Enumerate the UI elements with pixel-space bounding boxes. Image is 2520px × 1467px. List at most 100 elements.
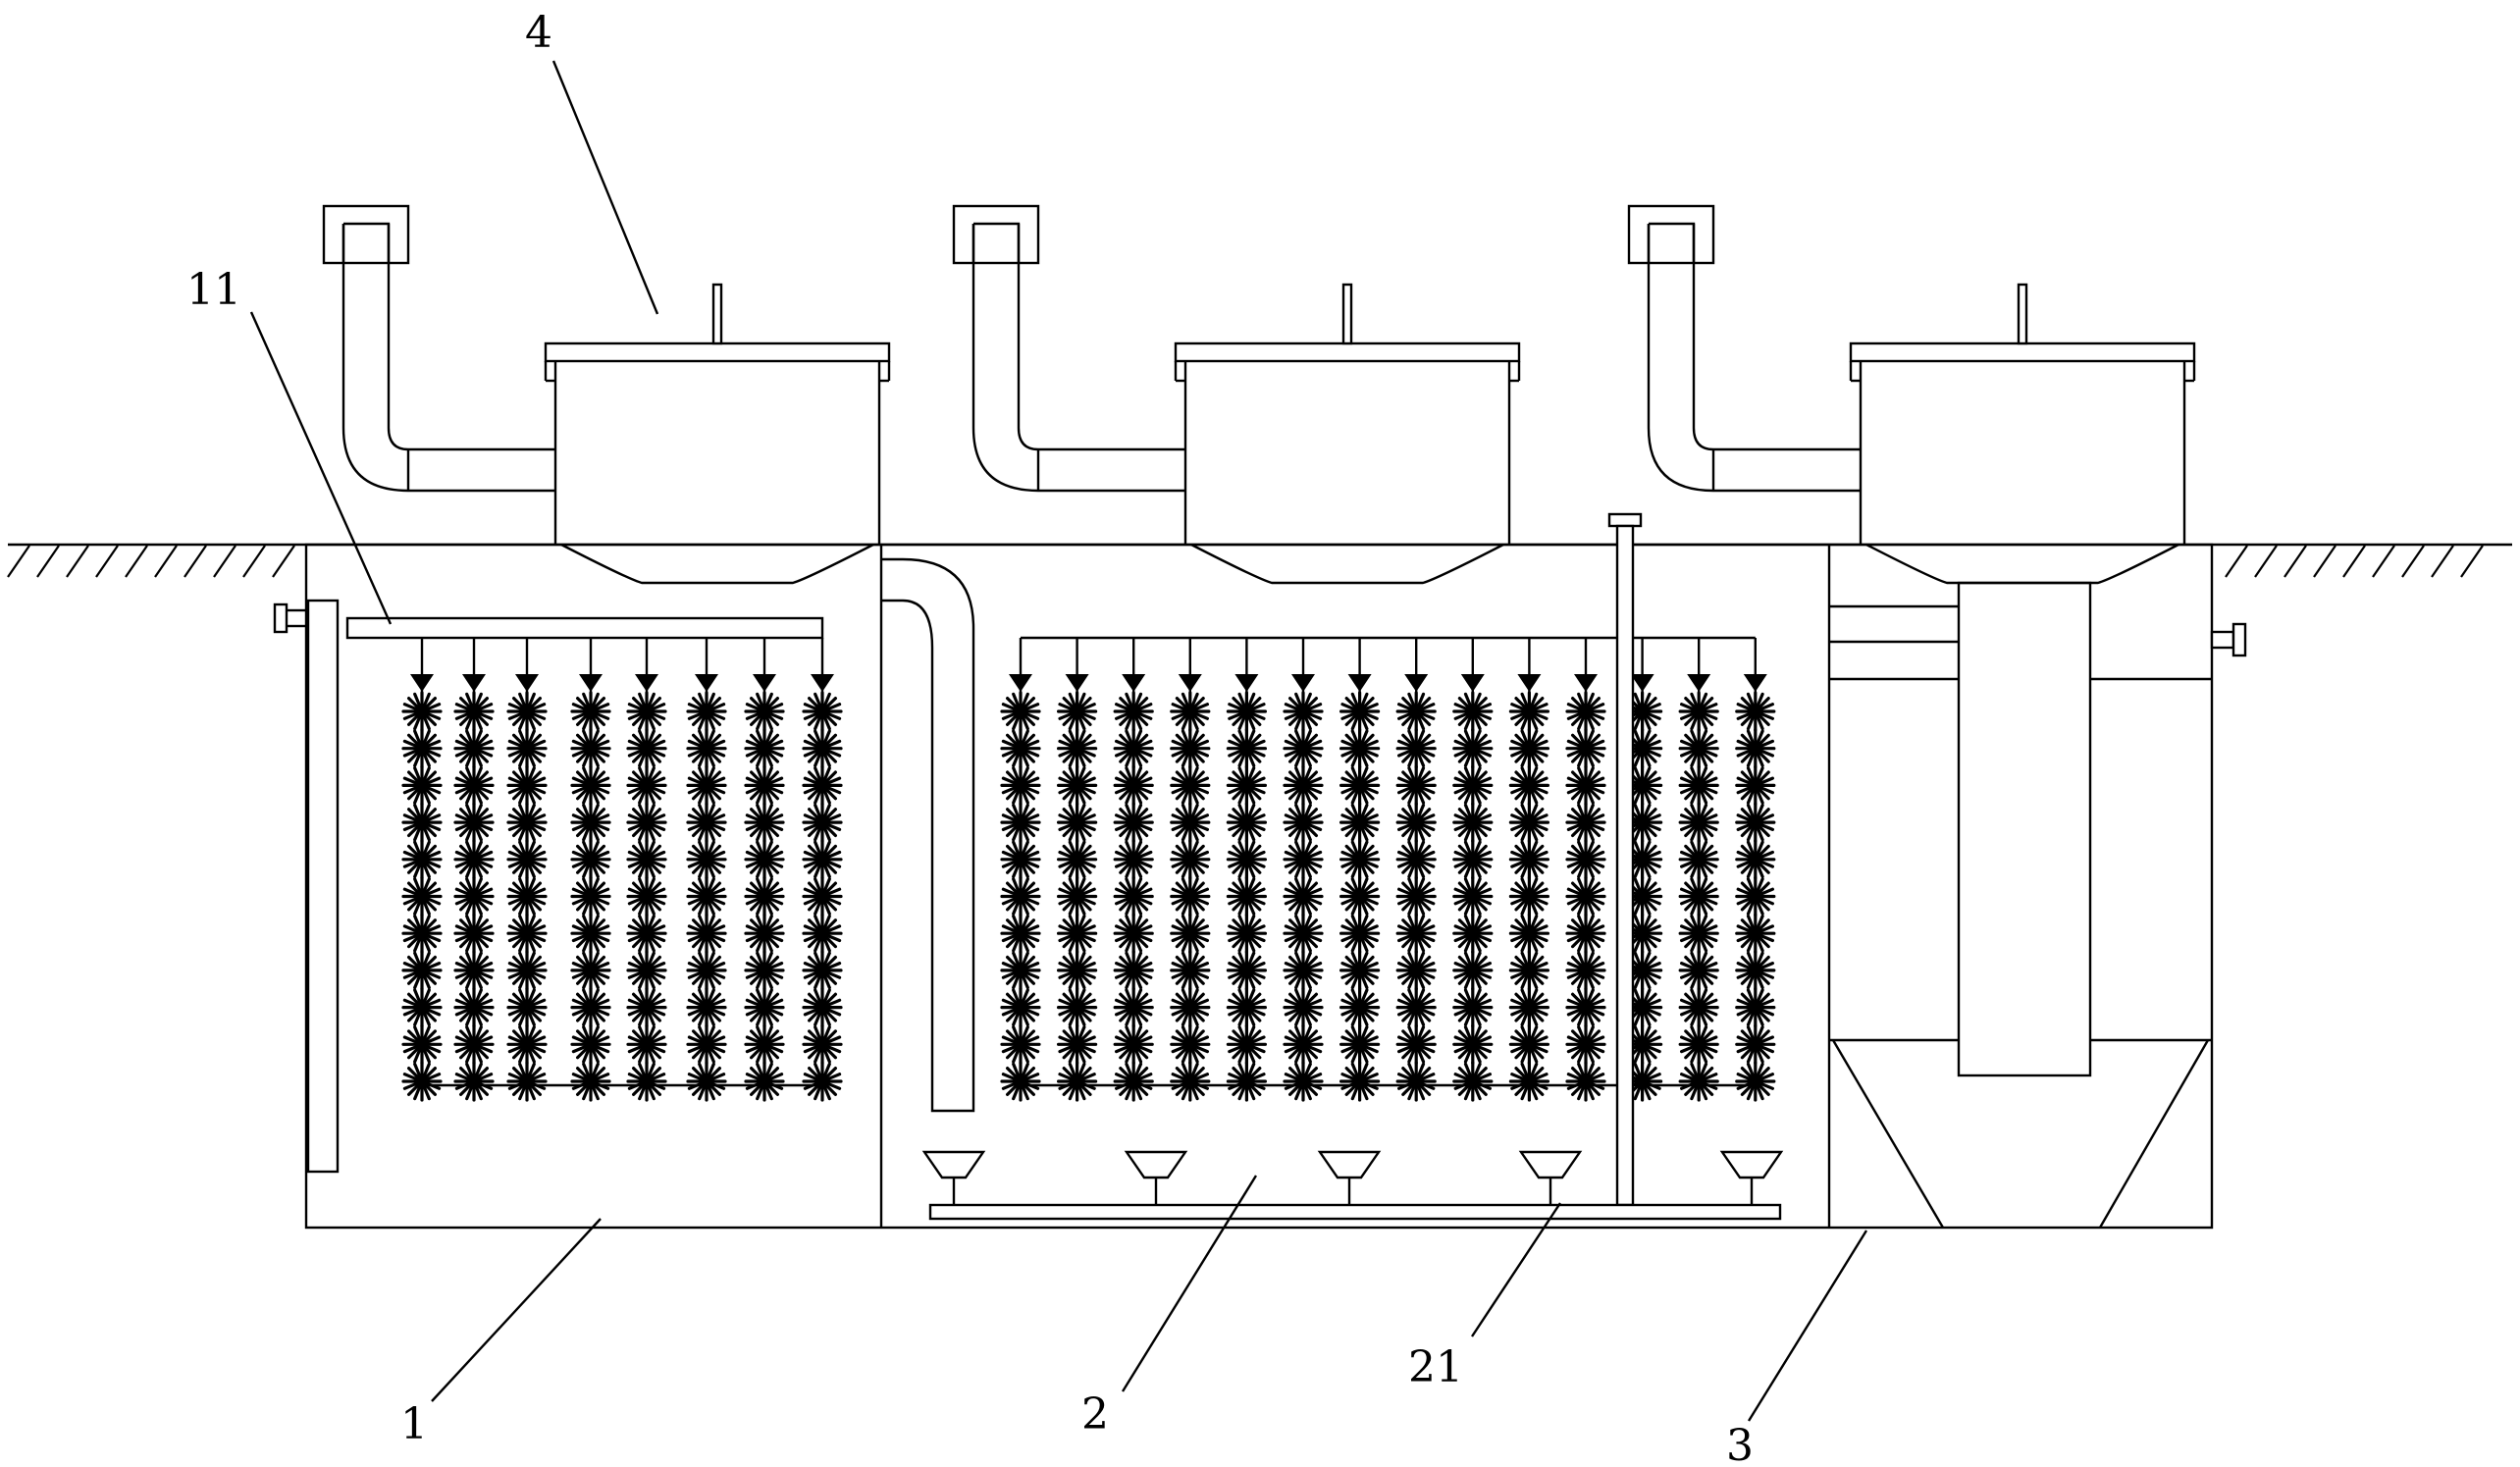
fiber-media-ball xyxy=(626,728,667,769)
fiber-media-ball xyxy=(1056,875,1098,917)
fiber-media-ball xyxy=(1283,839,1324,880)
fiber-media-ball xyxy=(1170,802,1211,843)
fiber-media-ball xyxy=(453,986,495,1028)
fiber-media-ball xyxy=(1339,1023,1381,1065)
media-hanger xyxy=(1743,674,1767,692)
fiber-media-ball xyxy=(686,839,727,880)
fiber-media-ball xyxy=(1565,839,1606,880)
fiber-media-ball xyxy=(1395,691,1437,732)
fiber-media-ball xyxy=(1565,986,1606,1028)
fiber-media-ball xyxy=(1000,1061,1041,1102)
fiber-media-ball xyxy=(1056,913,1098,954)
media-hanger xyxy=(1687,674,1711,692)
fiber-media-ball xyxy=(1339,839,1381,880)
vent-cap xyxy=(1627,204,1715,265)
fiber-media-ball xyxy=(802,764,843,807)
fiber-media-ball xyxy=(1170,764,1211,807)
fiber-media-ball xyxy=(744,728,785,769)
fiber-media-ball xyxy=(1508,728,1550,769)
fiber-media-ball xyxy=(744,950,785,991)
vent-pipe-outer xyxy=(1647,224,1861,493)
fiber-media-ball xyxy=(1452,875,1494,917)
media-hanger xyxy=(515,674,539,692)
fiber-media-ball xyxy=(1113,950,1154,991)
fiber-media-ball xyxy=(1170,728,1211,769)
fiber-media-ball xyxy=(1113,875,1154,917)
fiber-media-ball xyxy=(802,1023,843,1065)
fiber-media-ball xyxy=(626,950,667,991)
fiber-media-ball xyxy=(1339,728,1381,769)
hatch-mark xyxy=(2401,545,2425,578)
diffuser-cone xyxy=(1518,1150,1583,1179)
fiber-media-ball xyxy=(1565,691,1606,732)
fiber-media-ball xyxy=(506,802,548,843)
fiber-media-ball xyxy=(1452,839,1494,880)
fiber-media-ball xyxy=(1452,764,1494,807)
fiber-media-ball xyxy=(506,839,548,880)
fiber-media-ball xyxy=(1283,1061,1324,1102)
diffuser xyxy=(1518,1150,1583,1205)
fiber-media-ball xyxy=(1283,691,1324,732)
media-hanger xyxy=(1065,674,1089,692)
media-hanger xyxy=(695,674,718,692)
fiber-media-ball xyxy=(506,1061,548,1102)
fiber-media-ball xyxy=(802,913,843,954)
fiber-media-ball xyxy=(1226,728,1268,769)
fiber-media-ball xyxy=(1226,839,1268,880)
fiber-media-ball xyxy=(626,839,667,880)
fiber-media-ball xyxy=(1735,764,1776,807)
fiber-media-ball xyxy=(1339,691,1381,732)
fiber-media-ball xyxy=(1283,986,1324,1028)
label-3: 3 xyxy=(1726,1421,1754,1462)
vent-pipe-inner xyxy=(1692,224,1861,451)
lid-unit-4 xyxy=(952,204,1521,585)
fiber-media-ball xyxy=(1678,950,1719,991)
fiber-media-ball xyxy=(1508,802,1550,843)
fiber-media-ball xyxy=(686,764,727,807)
fiber-media-ball xyxy=(1283,950,1324,991)
hatch-mark xyxy=(2342,545,2366,578)
fiber-media-ball xyxy=(1000,1023,1041,1065)
fiber-media-ball xyxy=(1565,913,1606,954)
diffuser xyxy=(1719,1150,1784,1205)
fiber-media-ball xyxy=(744,764,785,807)
fiber-media-ball xyxy=(1565,802,1606,843)
fiber-media-ball xyxy=(1565,1023,1606,1065)
label-2: 2 xyxy=(1081,1389,1109,1440)
hatch-mark xyxy=(184,545,207,578)
fiber-media-ball xyxy=(626,691,667,732)
fiber-media-ball xyxy=(570,875,611,917)
fiber-media-ball xyxy=(1226,1061,1268,1102)
hatch-mark xyxy=(125,545,148,578)
fiber-media-ball xyxy=(802,728,843,769)
fiber-media-ball xyxy=(570,802,611,843)
hatch-mark xyxy=(7,545,30,578)
fiber-media-ball xyxy=(1678,728,1719,769)
lid-dish xyxy=(1190,543,1504,585)
leader-lines xyxy=(249,60,1868,1422)
fiber-media-ball xyxy=(626,875,667,917)
lid-rim xyxy=(1849,341,2196,363)
lid-unit-4 xyxy=(322,204,891,585)
fiber-media-ball xyxy=(1226,1023,1268,1065)
fiber-media-ball xyxy=(802,950,843,991)
media-hanger xyxy=(1460,674,1485,692)
fiber-media-ball xyxy=(1283,913,1324,954)
hatch-mark xyxy=(242,545,266,578)
fiber-media-ball xyxy=(1452,986,1494,1028)
fiber-media-ball xyxy=(1565,1061,1606,1102)
fiber-media-ball xyxy=(626,1061,667,1102)
fiber-media-ball xyxy=(1283,764,1324,807)
fiber-media-ball xyxy=(1339,802,1381,843)
fiber-media-ball xyxy=(744,913,785,954)
fiber-media-ball xyxy=(570,950,611,991)
fiber-media-ball xyxy=(1452,728,1494,769)
reference-labels: 4 11 1 2 21 3 xyxy=(186,8,1754,1467)
fiber-media-ball xyxy=(1395,764,1437,807)
fiber-media-ball xyxy=(1226,913,1268,954)
fiber-media-ball xyxy=(1056,1061,1098,1102)
hopper-right xyxy=(2098,1039,2210,1229)
fiber-media-ball xyxy=(1113,839,1154,880)
fiber-media-ball xyxy=(1339,875,1381,917)
